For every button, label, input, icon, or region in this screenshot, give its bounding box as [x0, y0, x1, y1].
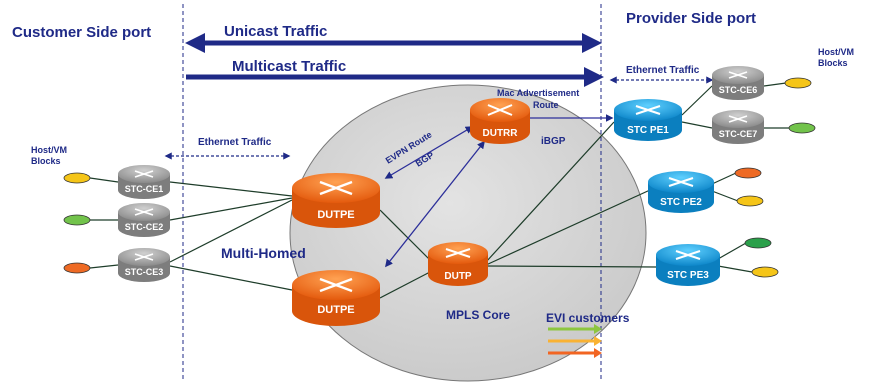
router-dutpe-top: DUTPE	[292, 173, 380, 228]
router-stc-pe2: STC PE2	[648, 171, 714, 213]
host-right-pe2-a	[734, 167, 762, 179]
mpls-core-label: MPLS Core	[446, 308, 510, 322]
router-dutpe-bottom: DUTPE	[292, 270, 380, 326]
host-vm-right-label: Host/VM	[818, 47, 854, 57]
host-right-pe3-b	[751, 266, 779, 278]
host-right-pe3-a	[744, 237, 772, 249]
rr-to-dutpe-arrow	[385, 140, 485, 268]
router-dutp: DUTP	[428, 242, 488, 286]
router-stc-ce7-label: STC-CE7	[719, 129, 758, 139]
router-dutpe-bottom-label: DUTPE	[317, 304, 354, 316]
provider-side-heading: Provider Side port	[626, 10, 756, 27]
ibgp-label: iBGP	[541, 136, 566, 147]
router-stc-ce1: STC-CE1	[118, 165, 170, 199]
ethernet-right-label: Ethernet Traffic	[626, 65, 700, 76]
host-left-1	[63, 172, 91, 184]
router-stc-ce7: STC-CE7	[712, 110, 764, 144]
ethernet-left-label: Ethernet Traffic	[198, 137, 272, 148]
router-stc-ce3-label: STC-CE3	[125, 267, 164, 277]
host-vm-left-label-2: Blocks	[31, 156, 61, 166]
router-stc-pe1-label: STC PE1	[627, 125, 669, 136]
host-vm-right-label-2: Blocks	[818, 58, 848, 68]
router-dutrr-label: DUTRR	[483, 128, 519, 139]
router-dutp-label: DUTP	[444, 271, 472, 282]
router-stc-ce2-label: STC-CE2	[125, 222, 164, 232]
multi-homed-label: Multi-Homed	[221, 245, 306, 261]
host-right-pe2-b	[736, 195, 764, 207]
router-stc-pe3: STC PE3	[656, 244, 720, 286]
mac-adv-route-label: Route	[533, 100, 559, 110]
router-stc-ce2: STC-CE2	[118, 203, 170, 237]
evi-customer-arrows	[548, 324, 602, 358]
host-left-3	[63, 262, 91, 274]
host-vm-blocks	[63, 77, 816, 278]
router-stc-ce3: STC-CE3	[118, 248, 170, 282]
router-dutpe-top-label: DUTPE	[317, 209, 354, 221]
router-dutrr: DUTRR	[470, 98, 530, 144]
router-stc-pe3-label: STC PE3	[667, 270, 709, 281]
host-vm-left-label: Host/VM	[31, 145, 67, 155]
mac-adv-label: Mac Advertisement	[497, 88, 579, 98]
router-stc-ce6-label: STC-CE6	[719, 85, 758, 95]
multicast-label: Multicast Traffic	[232, 58, 346, 75]
customer-side-heading: Customer Side port	[12, 24, 151, 41]
host-right-ce6	[784, 77, 812, 89]
evi-customers-label: EVI customers	[546, 311, 630, 325]
host-right-ce7	[788, 122, 816, 134]
router-stc-pe2-label: STC PE2	[660, 197, 702, 208]
host-left-2	[63, 214, 91, 226]
router-stc-ce6: STC-CE6	[712, 66, 764, 100]
unicast-label: Unicast Traffic	[224, 23, 327, 40]
router-stc-ce1-label: STC-CE1	[125, 184, 164, 194]
router-stc-pe1: STC PE1	[614, 99, 682, 141]
